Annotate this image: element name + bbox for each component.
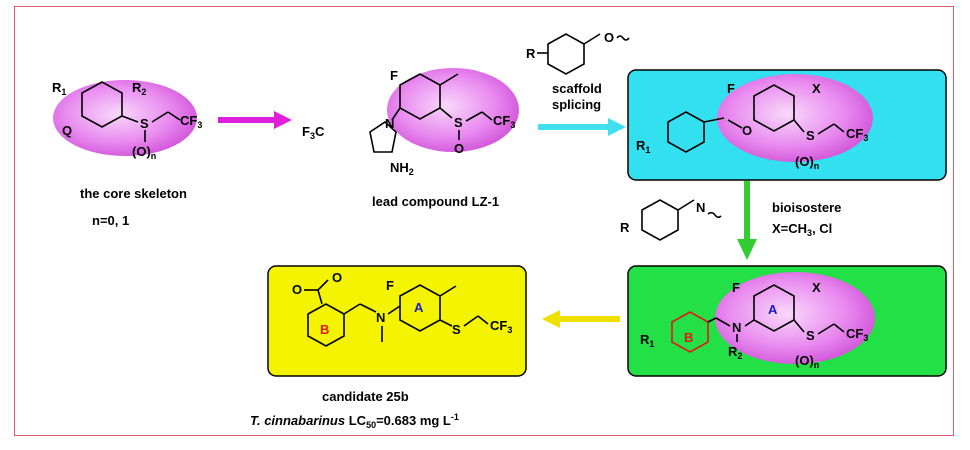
splicing-label: splicing	[552, 97, 601, 112]
cf3-label: CF3	[180, 113, 202, 130]
on-label-cyan: (O)n	[795, 154, 819, 171]
r2-label-green: R2	[728, 344, 742, 361]
fluoro-label-green: F	[732, 280, 740, 295]
sulfur-label: S	[140, 116, 149, 131]
figure-frame	[14, 6, 954, 436]
ring-b-label-green: B	[684, 330, 693, 345]
x-label-green: X	[812, 280, 821, 295]
r1-label-green: R1	[640, 332, 654, 349]
splicing-product-structure: F X O R1 S CF3 (O)n	[636, 74, 873, 171]
sulfur-label-lead: S	[454, 115, 463, 130]
on-label-green: (O)n	[795, 353, 819, 370]
lead-compound-caption: lead compound LZ-1	[372, 194, 499, 209]
nh2-label: NH2	[390, 160, 414, 177]
r1-label: R1	[52, 80, 66, 97]
candidate-box	[267, 265, 527, 377]
fluoro-label-cyan: F	[727, 81, 735, 96]
activity-caption: T. cinnabarinus LC50=0.683 mg L-1	[250, 412, 459, 430]
r1-label-cyan: R1	[636, 138, 650, 155]
core-highlight-ellipse	[53, 80, 197, 156]
r-label-fragment: R	[526, 46, 536, 61]
lead-highlight-ellipse	[387, 68, 519, 152]
bioisostere-label: bioisostere	[772, 200, 841, 215]
carbonyl-o-label: O	[332, 270, 342, 285]
core-skeleton-structure: R1 R2 Q S CF3 (O)n	[52, 80, 202, 161]
arrow-to-lead	[218, 111, 292, 129]
ring-b-label: B	[320, 322, 329, 337]
ring-a-label-green: A	[768, 302, 778, 317]
ester-o-label: O	[292, 282, 302, 297]
oxygen-label-cyan: O	[742, 123, 752, 138]
q-label: Q	[62, 123, 72, 138]
cf3-label-candidate: CF3	[490, 318, 512, 335]
sulfur-label-cyan: S	[806, 128, 815, 143]
amine-n-label: N	[376, 310, 385, 325]
oxygen-fragment-label: O	[604, 30, 614, 45]
cf3-label-cyan: CF3	[846, 126, 868, 143]
on-label: (O)n	[132, 144, 156, 161]
n-label-amine: N	[696, 200, 705, 215]
sulfur-label-green: S	[806, 328, 815, 343]
bioisostere-product-structure: A F X N R2 B R1 S CF3 (O)n	[640, 272, 875, 370]
cf3-label-lead: CF3	[493, 113, 515, 130]
fluoro-label: F	[390, 68, 398, 83]
scaffold-label: scaffold	[552, 81, 602, 96]
n-values-caption: n=0, 1	[92, 213, 129, 228]
x-values-label: X=CH3, Cl	[772, 221, 832, 238]
n-label-green: N	[732, 320, 741, 335]
fluoro-label-candidate: F	[386, 278, 394, 293]
arrow-to-cyan	[538, 118, 626, 136]
ring-a-label: A	[414, 300, 424, 315]
f3c-label: F3C	[302, 124, 325, 141]
sulfoxide-o-label: O	[454, 141, 464, 156]
arrow-to-green	[737, 181, 757, 260]
triazole-n-label: N	[385, 116, 394, 131]
candidate-structure: O O B N A F S CF3	[292, 270, 512, 347]
benzylamine-fragment: R N	[620, 199, 722, 241]
x-label-cyan: X	[812, 81, 821, 96]
benzyloxy-fragment: R O	[526, 30, 630, 75]
arrow-to-yellow	[542, 310, 620, 328]
sulfur-label-candidate: S	[452, 322, 461, 337]
r-label-amine: R	[620, 220, 630, 235]
r2-label: R2	[132, 80, 146, 97]
cf3-label-green: CF3	[846, 326, 868, 343]
core-skeleton-caption: the core skeleton	[80, 186, 187, 201]
lead-compound-structure: F S CF3 O N F3C NH2	[302, 68, 519, 177]
candidate-caption: candidate 25b	[322, 389, 409, 404]
